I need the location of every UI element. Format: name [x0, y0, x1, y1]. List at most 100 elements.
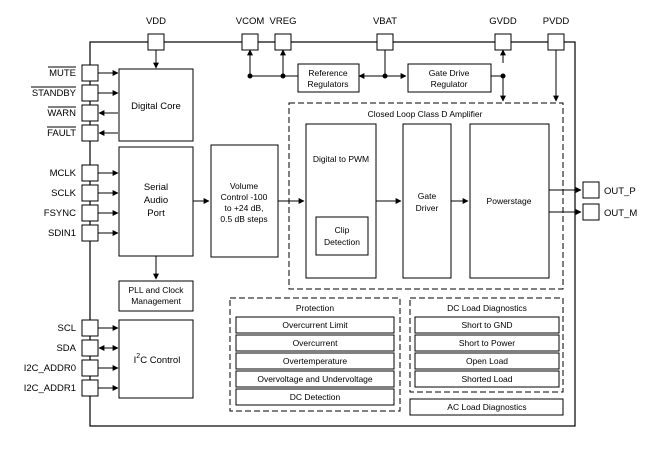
protection-item-label: Overcurrent Limit [282, 320, 348, 330]
gate-drive-regulator-line2: Regulator [431, 79, 468, 89]
pin-label-fault: FAULT [47, 128, 76, 139]
volume-control-line3: to +24 dB, [225, 203, 264, 213]
pin-label-out-m: OUT_M [604, 208, 637, 219]
pin-label-sclk: SCLK [51, 188, 76, 199]
pin-mclk [81, 164, 99, 182]
dc-diagnostics-item-label: Short to Power [459, 338, 515, 348]
pin-label-sdin1: SDIN1 [48, 228, 76, 239]
protection-title: Protection [296, 303, 335, 313]
powerstage-label: Powerstage [487, 196, 532, 206]
pin-label-vdd: VDD [146, 16, 166, 27]
dc-diagnostics-item-box [414, 352, 560, 370]
dc-diagnostics-item-box [414, 334, 560, 352]
junction-vreg [280, 73, 286, 79]
dc-diagnostics-item-box [414, 316, 560, 334]
clip-detection-line1: Clip [335, 225, 350, 235]
pin-label-fsync: FSYNC [44, 208, 76, 219]
pin-vbat [376, 33, 394, 51]
gate-driver-block [402, 123, 452, 279]
ac-diagnostics-block [409, 398, 564, 416]
gate-drive-regulator-line1: Gate Drive [429, 68, 470, 78]
pin-label-mute: MUTE [49, 68, 76, 79]
pin-label-gvdd: GVDD [489, 16, 517, 27]
pll-clock-line2: Management [131, 296, 181, 306]
protection-group [229, 297, 401, 412]
pin-sda [81, 339, 99, 357]
clip-detection-block [315, 216, 369, 256]
dc-diagnostics-item-label: Short to GND [461, 320, 512, 330]
dc-diagnostics-group [409, 297, 564, 393]
pin-out-m [582, 203, 600, 221]
pin-label-i2c-addr0: I2C_ADDR0 [24, 363, 76, 374]
pin-fsync [81, 204, 99, 222]
pin-label-sda: SDA [56, 343, 76, 354]
pin-i2c-addr0 [81, 359, 99, 377]
gate-driver-line1: Gate [418, 191, 437, 201]
protection-item-label: Overvoltage and Undervoltage [257, 374, 373, 384]
closed-loop-title: Closed Loop Class D Amplifier [368, 109, 483, 119]
closed-loop-region [288, 102, 564, 290]
pin-sclk [81, 184, 99, 202]
pin-label-vcom: VCOM [236, 16, 265, 27]
pin-sdin1 [81, 224, 99, 242]
protection-item-box [235, 388, 395, 406]
pin-i2c-addr1 [81, 379, 99, 397]
digital-to-pwm-label: Digital to PWM [313, 154, 369, 164]
pin-pvdd [547, 33, 565, 51]
pin-label-vreg: VREG [270, 16, 297, 27]
protection-item-label: Overcurrent [293, 338, 339, 348]
pin-scl [81, 319, 99, 337]
pin-vreg [274, 33, 292, 51]
reference-regulators-line2: Regulators [307, 79, 348, 89]
pin-mute [81, 64, 99, 82]
junction-vbat [382, 73, 388, 79]
dc-diagnostics-item-label: Shorted Load [461, 374, 512, 384]
protection-item-box [235, 370, 395, 388]
pll-clock-block [118, 280, 194, 312]
pin-gvdd [494, 33, 512, 51]
clip-detection-line2: Detection [324, 237, 360, 247]
pin-label-out-p: OUT_P [604, 186, 636, 197]
gate-drive-regulator-block [407, 63, 492, 93]
gate-driver-line2: Driver [416, 203, 439, 213]
pin-label-warn: WARN [47, 108, 76, 119]
junction-vcom [247, 73, 253, 79]
protection-item-box [235, 334, 395, 352]
ac-diagnostics-label: AC Load Diagnostics [447, 402, 526, 412]
pin-label-scl: SCL [58, 323, 76, 334]
protection-item-box [235, 352, 395, 370]
pin-label-standby: STANDBY [32, 88, 77, 99]
pin-label-i2c-addr1: I2C_ADDR1 [24, 383, 76, 394]
dc-diagnostics-item-box [414, 370, 560, 388]
dc-diagnostics-item-label: Open Load [466, 356, 508, 366]
reference-regulators-block [297, 63, 360, 93]
protection-item-label: Overtemperature [283, 356, 348, 366]
protection-item-box [235, 316, 395, 334]
digital-core-label: Digital Core [131, 101, 181, 112]
junction-gvdd [500, 73, 506, 79]
protection-item-label: DC Detection [290, 392, 341, 402]
serial-audio-port-line2: Audio [144, 195, 168, 206]
volume-control-line4: 0.5 dB steps [220, 214, 267, 224]
volume-control-block [210, 144, 279, 258]
pll-clock-line1: PLL and Clock [129, 285, 185, 295]
pin-warn [81, 104, 99, 122]
digital-core-block [118, 68, 194, 142]
volume-control-line2: Control -100 [221, 192, 268, 202]
pin-vdd [147, 33, 165, 51]
pin-standby [81, 84, 99, 102]
serial-audio-port-line3: Port [147, 208, 165, 219]
pin-label-mclk: MCLK [50, 168, 77, 179]
reference-regulators-line1: Reference [308, 68, 347, 78]
pin-fault [81, 124, 99, 142]
dc-diagnostics-title: DC Load Diagnostics [447, 303, 527, 313]
pin-label-pvdd: PVDD [543, 16, 570, 27]
powerstage-block [469, 123, 550, 279]
i2c-control-label: I2C Control [134, 353, 181, 366]
pin-label-vbat: VBAT [373, 16, 397, 27]
serial-audio-port-line1: Serial [144, 182, 168, 193]
pin-out-p [582, 181, 600, 199]
volume-control-line1: Volume [230, 181, 259, 191]
